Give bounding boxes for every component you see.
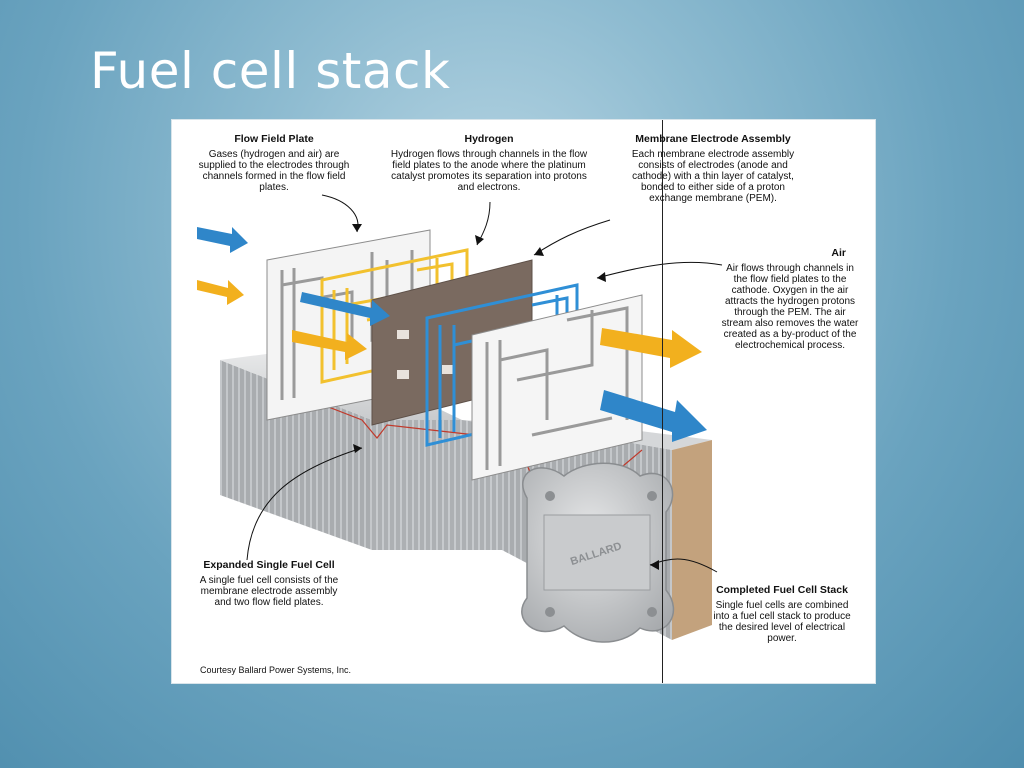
hydrogen-text: Hydrogen flows through channels in the f… (390, 149, 588, 193)
hydrogen-outlet-arrow (600, 390, 707, 442)
hydrogen-inlet-arrows (197, 227, 390, 326)
single-cell-text: A single fuel cell consists of the membr… (199, 575, 339, 608)
end-plate: BALLARD (521, 462, 675, 643)
slide-title: Fuel cell stack (90, 42, 451, 100)
mea-heading: Membrane Electrode Assembly (635, 133, 791, 145)
flow-field-plate-callout: Flow Field Plate Gases (hydrogen and air… (194, 133, 354, 194)
diagram-illustration: BALLARD (197, 194, 723, 643)
callout-arrowheads (352, 224, 659, 570)
credit-text: Courtesy Ballard Power Systems, Inc. (200, 665, 352, 675)
single-cell-callout: Expanded Single Fuel Cell A single fuel … (194, 559, 344, 609)
air-text: Air flows through channels in the flow f… (721, 263, 859, 351)
stack-callout: Completed Fuel Cell Stack Single fuel ce… (712, 584, 852, 645)
fuel-cell-diagram: BALLARD (171, 119, 876, 684)
hydrogen-callout: Hydrogen Hydrogen flows through channels… (384, 133, 594, 194)
flow-field-plate-text: Gases (hydrogen and air) are supplied to… (198, 149, 350, 193)
air-inlet-arrows (197, 280, 367, 360)
stack-text: Single fuel cells are combined into a fu… (713, 600, 851, 644)
divider-line (662, 120, 663, 683)
air-callout: Air Air flows through channels in the fl… (720, 247, 860, 352)
mea-text: Each membrane electrode assembly consist… (631, 149, 795, 204)
stack-heading: Completed Fuel Cell Stack (716, 584, 848, 596)
single-cell-heading: Expanded Single Fuel Cell (203, 559, 335, 571)
flow-field-plate-heading: Flow Field Plate (234, 133, 314, 145)
cathode-flow-field-plate (471, 294, 643, 481)
air-heading: Air (831, 247, 846, 259)
hydrogen-heading: Hydrogen (464, 133, 514, 145)
mea-callout: Membrane Electrode Assembly Each membran… (618, 133, 808, 205)
air-outlet-arrow (600, 328, 702, 368)
